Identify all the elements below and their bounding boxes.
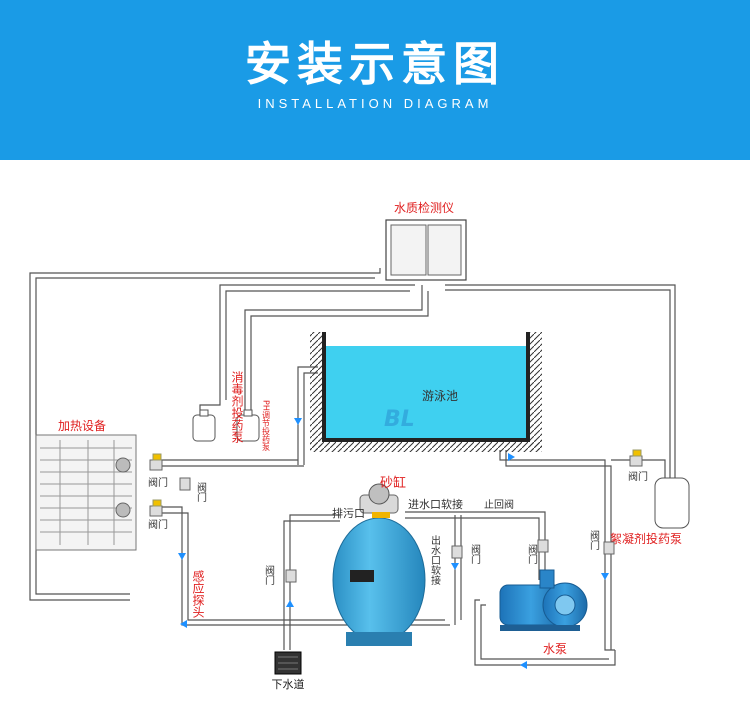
inlet-hose-label: 进水口软接 — [408, 497, 463, 511]
heater-label: 加热设备 — [58, 419, 106, 433]
sand-tank-label: 砂缸 — [380, 475, 406, 491]
page-subtitle: INSTALLATION DIAGRAM — [257, 96, 493, 111]
valve-icon — [537, 539, 549, 553]
ph-pump-label: PH调节投药泵 — [262, 400, 271, 451]
pool-label: 游泳池 — [422, 389, 458, 403]
valve-icons — [149, 449, 643, 583]
water-monitor-label: 水质检测仪 — [394, 200, 454, 215]
valve-icon — [603, 541, 615, 555]
sewer-box — [274, 651, 302, 675]
outlet-hose-label: 出水口软接 — [429, 534, 441, 586]
flocculant-pump-label: 絮凝剂投药泵 — [610, 531, 682, 546]
sand-tank — [332, 483, 426, 646]
valve-label: 阀门 — [148, 476, 168, 489]
return-valve-label: 止回阀 — [484, 498, 514, 511]
valve-icon — [285, 569, 297, 583]
valve-label: 阀门 — [195, 481, 207, 503]
valve-label: 阀门 — [526, 543, 538, 565]
sensor-probe-label: 感应探头 — [191, 569, 205, 618]
valve-icon — [149, 499, 163, 517]
valve-icon — [149, 453, 163, 471]
pump-label: 水泵 — [543, 642, 567, 656]
valve-icon — [629, 449, 643, 467]
valve-label: 阀门 — [628, 470, 648, 483]
swimming-pool: BL — [310, 332, 542, 452]
sewer-label: 下水道 — [272, 677, 305, 691]
ph-pump-tank — [236, 409, 260, 442]
header-banner: 安装示意图 INSTALLATION DIAGRAM — [0, 0, 750, 160]
valve-label: 阀门 — [469, 543, 481, 565]
pipe-network — [29, 268, 676, 666]
pool-logo: BL — [384, 407, 415, 432]
valve-label: 阀门 — [588, 529, 600, 551]
valve-icon — [451, 545, 463, 559]
water-monitor — [385, 219, 467, 281]
disinfectant-pump-tank — [192, 409, 216, 442]
heater-unit — [35, 434, 137, 551]
installation-diagram: 水质检测仪 BL 游泳池 加热设备 — [29, 200, 690, 691]
drain-port-label: 排污口 — [332, 506, 365, 520]
flocculant-pump-tank — [654, 477, 690, 529]
valve-label: 阀门 — [148, 518, 168, 531]
water-pump — [499, 569, 588, 631]
valve-icon — [179, 477, 191, 491]
valve-label: 阀门 — [263, 564, 275, 586]
page-title: 安装示意图 — [245, 37, 505, 91]
flow-arrows — [178, 418, 609, 669]
